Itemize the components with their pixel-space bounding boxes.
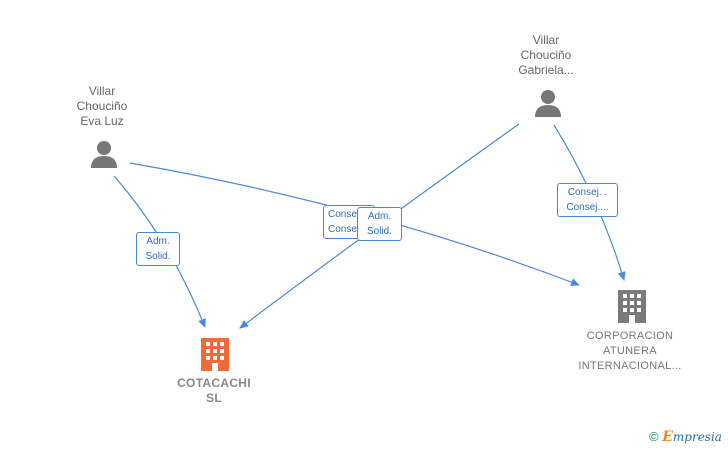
empresia-logo[interactable]: © Empresia — [649, 429, 722, 445]
company-label-corporacion[interactable]: CORPORACION ATUNERA INTERNACIONAL... — [578, 330, 682, 372]
person-label-eva[interactable]: Villar Chouciño Eva Luz — [76, 84, 128, 128]
person-label-gabriela[interactable]: Villar Chouciño Gabriela... — [518, 33, 574, 77]
edge-label-gabriela-corporacion[interactable]: Consej. . Consej.... — [557, 183, 618, 217]
edge-label-gabriela-cotacachi[interactable]: Adm. Solid. — [357, 207, 402, 241]
building-icon[interactable] — [616, 288, 648, 324]
copyright-symbol: © — [649, 429, 659, 444]
edge-label-eva-cotacachi[interactable]: Adm. Solid. — [136, 232, 180, 266]
brand-e: E — [662, 429, 673, 445]
person-icon[interactable] — [89, 139, 119, 169]
building-icon[interactable] — [199, 336, 231, 372]
company-label-cotacachi[interactable]: COTACACHI SL — [177, 376, 251, 405]
brand-name: mpresia — [672, 430, 722, 444]
person-icon[interactable] — [533, 88, 563, 118]
